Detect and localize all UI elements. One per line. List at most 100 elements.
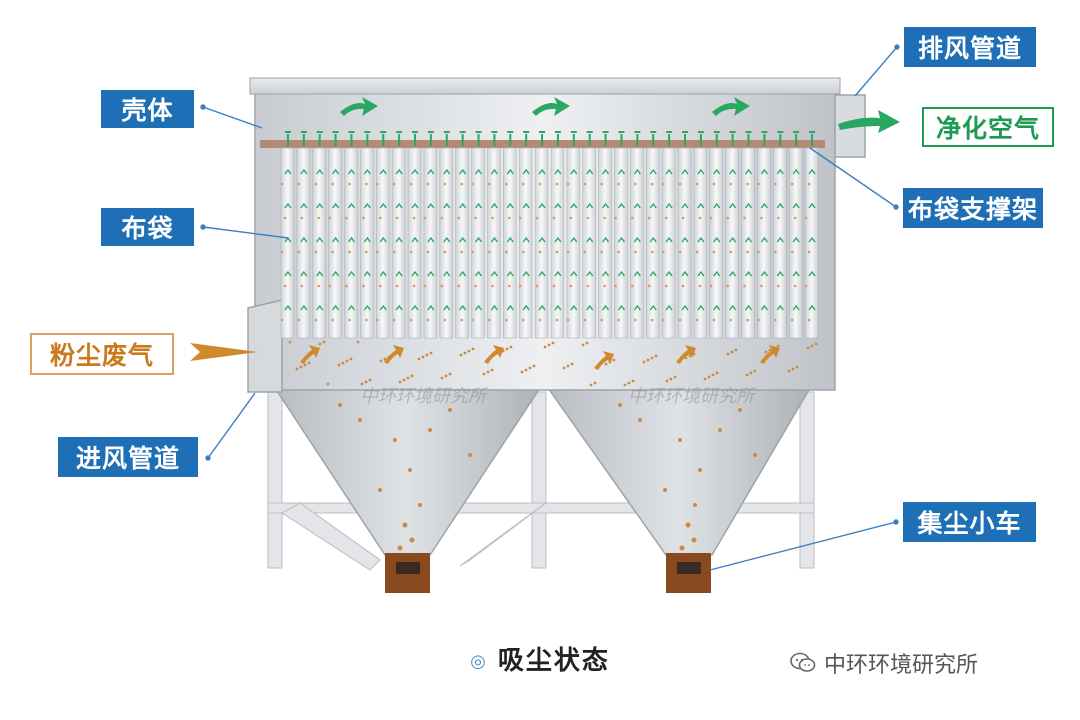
airflow-chevron [363,236,371,243]
dust-particle [729,182,733,186]
dust-particle [457,284,461,288]
rack-nozzle [316,131,323,146]
wechat-icon [790,652,816,672]
dust-particle [365,250,368,254]
dust-particle [508,284,511,288]
rack-nozzle [427,131,434,146]
dust-particle [614,216,617,220]
dust-particle [314,318,318,322]
dust-particle [471,347,475,351]
dust-particle [804,216,808,220]
dust-particle [518,216,522,220]
dust-particle [600,182,603,186]
dust-particle [757,318,760,322]
airflow-chevron [665,168,673,175]
airflow-chevron [363,304,371,311]
airflow-chevron [490,270,498,277]
dust-particle [463,351,467,355]
airflow-chevron [570,168,578,175]
filter-bag [693,147,708,339]
dust-particle [777,284,780,288]
dust-particle [362,284,365,288]
dust-particle [409,182,413,186]
dust-particle [604,362,608,366]
rack-nozzle [713,131,720,146]
airflow-chevron [506,168,514,175]
airflow-chevron [776,236,784,243]
rack-nozzle [332,131,339,146]
airflow-chevron [506,270,514,277]
airflow-chevron [538,270,546,277]
dust-particle [746,250,749,254]
dust-particle [715,371,719,375]
airflow-chevron [522,304,530,311]
airflow-chevron [395,236,403,243]
dust-particle [379,359,383,363]
dust-particle [787,369,791,373]
dust-particle [518,284,522,288]
rack-nozzle [634,131,641,146]
dust-particle [760,216,763,220]
dust-particle [593,381,597,385]
dust-particle [734,348,738,352]
dust-particle [681,284,685,288]
dust-particle [364,380,368,384]
dust-particle [412,216,416,220]
airflow-chevron [490,168,498,175]
dust-particle [295,367,299,371]
dust-particle [328,284,331,288]
airflow-chevron [554,236,562,243]
dust-particle [395,284,399,288]
dust-particle [614,284,617,288]
dust-particle [508,216,511,220]
dust-particle [552,216,556,220]
dust-particle [345,359,349,363]
rack-nozzle [523,131,530,146]
dust-particle [585,341,589,345]
airflow-chevron [586,202,594,209]
dust-particle [331,250,334,254]
airflow-chevron [649,202,657,209]
rack-nozzle [793,131,800,146]
dust-particle [647,284,651,288]
airflow-chevron [316,304,324,311]
airflow-chevron [379,202,387,209]
filter-bag [661,147,676,339]
dust-particle [538,182,542,186]
dust-particle [790,318,794,322]
airflow-chevron [284,168,292,175]
dust-particle [617,250,620,254]
dust-particle [746,318,749,322]
dust-particle [768,348,772,352]
airflow-chevron [602,236,610,243]
dust-particle [586,216,590,220]
dust-particle [326,382,330,386]
airflow-chevron [681,304,689,311]
airflow-chevron [602,270,610,277]
filter-bag [534,147,549,339]
airflow-chevron [538,202,546,209]
airflow-chevron [538,304,546,311]
filter-bag [804,147,819,339]
dust-particle [623,383,627,387]
inlet-duct [247,299,283,393]
airflow-chevron [300,304,308,311]
dust-particle [600,318,603,322]
airflow-chevron [665,304,673,311]
rack-nozzle [491,131,498,146]
filter-bag [360,147,374,339]
dust-particle [460,318,464,322]
filter-bag [280,147,295,339]
airflow-chevron [347,304,356,311]
airflow-chevron [459,270,467,277]
dust-particle [650,182,654,186]
dust-particle [300,284,304,288]
rack-nozzle [459,131,466,146]
airflow-chevron [649,270,657,277]
dust-particle [678,250,682,254]
dust-particle [471,318,474,322]
airflow-chevron [792,304,800,311]
dust-particle [555,318,559,322]
filter-bag [725,147,739,339]
dust-particle [482,372,486,376]
